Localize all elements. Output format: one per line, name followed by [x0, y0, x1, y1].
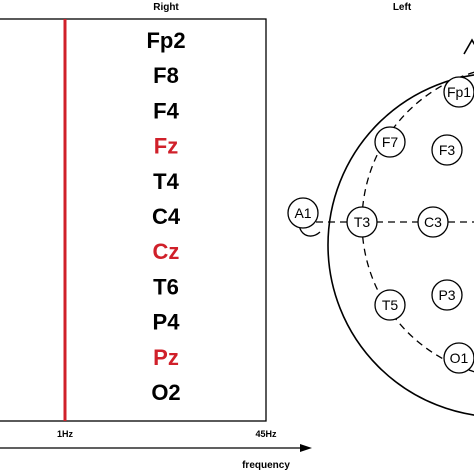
channel-label-cz: Cz	[153, 239, 180, 264]
frequency-label: frequency	[242, 460, 290, 471]
electrode-circle-f7	[374, 126, 406, 158]
electrode-a1: A1	[287, 197, 319, 229]
electrode-circle-t3	[346, 206, 378, 238]
channel-label-t6: T6	[153, 274, 179, 299]
electrode-circle-c3	[417, 206, 449, 238]
frequency-arrowhead	[300, 444, 312, 452]
head-outline	[327, 74, 474, 416]
channel-label-fp2: Fp2	[146, 28, 185, 53]
electrode-c3: C3	[417, 206, 449, 238]
electrode-fp1: Fp1	[443, 76, 474, 108]
electrode-circle-a1	[287, 197, 319, 229]
electrode-label-f3: F3	[439, 142, 456, 158]
electrode-circle-f3	[431, 134, 463, 166]
channel-label-fz: Fz	[154, 134, 178, 159]
electrode-f3: F3	[431, 134, 463, 166]
electrode-t3: T3	[346, 206, 378, 238]
electrode-circle-fp1	[443, 76, 474, 108]
channel-box	[0, 18, 267, 422]
electrode-label-f7: F7	[382, 134, 399, 150]
channel-label-f8: F8	[153, 63, 179, 88]
electrode-label-t3: T3	[354, 214, 371, 230]
electrode-label-c3: C3	[424, 214, 442, 230]
electrode-circle-p3	[431, 279, 463, 311]
tick-1hz: 1Hz	[57, 429, 74, 439]
channel-label-pz: Pz	[153, 345, 179, 370]
nose-outline	[463, 38, 474, 55]
electrode-circle-o1	[443, 342, 474, 374]
electrode-label-t5: T5	[382, 297, 399, 313]
electrode-circle-t5	[374, 289, 406, 321]
electrode-label-fp1: Fp1	[447, 84, 471, 100]
electrode-label-o1: O1	[450, 350, 469, 366]
electrode-t5: T5	[374, 289, 406, 321]
tick-45hz: 45Hz	[255, 429, 277, 439]
electrode-label-a1: A1	[294, 205, 311, 221]
electrode-label-p3: P3	[438, 287, 455, 303]
electrode-f7: F7	[374, 126, 406, 158]
left-header: Left	[393, 2, 412, 13]
channel-label-t4: T4	[153, 169, 179, 194]
channel-label-c4: C4	[152, 204, 181, 229]
electrode-o1: O1	[443, 342, 474, 374]
electrode-p3: P3	[431, 279, 463, 311]
channel-label-p4: P4	[153, 310, 181, 335]
channel-label-f4: F4	[153, 98, 179, 123]
channel-label-o2: O2	[151, 380, 180, 405]
right-header: Right	[153, 2, 179, 13]
